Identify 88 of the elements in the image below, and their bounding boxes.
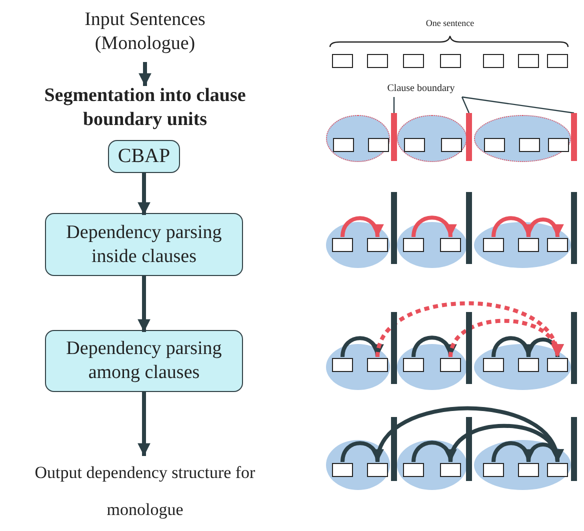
step-text: Input Sentences (Monologue) (84, 8, 206, 56)
word-box (441, 138, 462, 152)
clause-ellipse (397, 222, 467, 268)
word-box (483, 54, 504, 68)
boundary-bar (391, 192, 397, 264)
boundary-bar (571, 312, 577, 384)
word-box (403, 463, 424, 477)
boundary-bar (571, 113, 577, 161)
arrow (138, 62, 152, 86)
word-box (484, 138, 505, 152)
word-box (518, 358, 539, 372)
boundary-bar (571, 417, 577, 481)
boundary-bar (391, 312, 397, 384)
clause-ellipse (326, 440, 390, 490)
dependency-arc (448, 424, 562, 462)
clause-ellipse (474, 222, 571, 268)
word-box (518, 463, 539, 477)
process-box (45, 330, 243, 392)
process-box (45, 213, 243, 276)
dependency-arc (448, 318, 562, 358)
word-box (547, 358, 568, 372)
word-box (403, 54, 424, 68)
word-box (403, 358, 424, 372)
word-box (404, 138, 425, 152)
dependency-arc (492, 441, 534, 462)
boundary-bar (571, 192, 577, 264)
word-box (332, 54, 353, 68)
word-box (483, 358, 504, 372)
word-box (547, 54, 568, 68)
word-box (332, 238, 353, 252)
step-label: Dependency parsing among clauses (65, 337, 223, 385)
boundary-bar (466, 113, 472, 161)
word-box (332, 463, 353, 477)
dependency-arc (492, 216, 534, 238)
clause-ellipse (474, 440, 571, 490)
word-box (440, 463, 461, 477)
word-box (440, 238, 461, 252)
arrow (138, 276, 150, 332)
word-box (483, 463, 504, 477)
dependency-arc (376, 301, 562, 358)
word-box (518, 238, 539, 252)
word-box (483, 238, 504, 252)
dependency-arc (412, 440, 456, 462)
word-box (367, 463, 388, 477)
process-box (108, 140, 180, 173)
clause-ellipse (397, 115, 467, 162)
word-box (519, 138, 540, 152)
clause-ellipse (326, 222, 390, 268)
step-text: Segmentation into clause boundary units (43, 84, 247, 132)
step-label: CBAP (116, 144, 172, 169)
word-box (367, 54, 388, 68)
dependency-arc (340, 216, 382, 238)
boundary-bar (466, 312, 472, 384)
arrow (138, 173, 150, 215)
clause-ellipse (474, 115, 571, 162)
word-box (332, 358, 353, 372)
leader-line (462, 96, 574, 114)
word-box (403, 238, 424, 252)
word-box (368, 138, 389, 152)
dependency-arc (340, 441, 382, 462)
word-box (367, 358, 388, 372)
step-text: Output dependency structure for monologue (34, 462, 256, 522)
callout-label: Clause boundary (386, 82, 456, 96)
word-box (333, 138, 354, 152)
boundary-bar (391, 113, 397, 161)
clause-ellipse (326, 344, 390, 390)
word-box (547, 463, 568, 477)
boundary-bar (466, 417, 472, 481)
caption-text: One sentence (424, 18, 476, 28)
word-box (548, 138, 569, 152)
leader-line (393, 97, 395, 113)
boundary-bar (391, 417, 397, 481)
arrow (138, 392, 150, 456)
clause-ellipse (474, 344, 571, 390)
word-box (547, 238, 568, 252)
clause-ellipse (326, 115, 390, 162)
word-box (440, 358, 461, 372)
dependency-arc (412, 336, 456, 358)
clause-ellipse (397, 344, 467, 390)
leader-line (461, 96, 470, 114)
clause-ellipse (397, 440, 467, 490)
boundary-bar (466, 192, 472, 264)
step-label: Dependency parsing inside clauses (65, 220, 223, 268)
word-box (518, 54, 539, 68)
word-box (367, 238, 388, 252)
dependency-arc (412, 216, 456, 238)
word-box (440, 54, 461, 68)
dependency-arc (340, 336, 382, 358)
